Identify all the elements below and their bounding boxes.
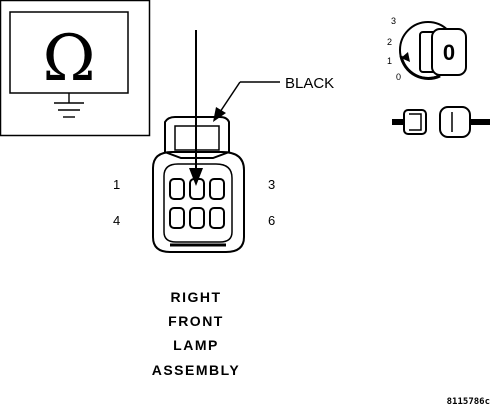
ignition-switch-icon: 3 2 1 0 0 — [387, 16, 467, 82]
pin-label-3: 3 — [268, 177, 275, 192]
cavity-4 — [169, 207, 185, 229]
ignition-pos-0: 0 — [396, 72, 401, 82]
title-line-3: LAMP — [173, 337, 219, 353]
ground-icon — [54, 93, 84, 118]
title-line-4: ASSEMBLY — [152, 362, 241, 378]
cavity-3 — [209, 178, 225, 200]
connector-shell — [152, 151, 245, 253]
disconnected-connector-icon — [392, 106, 490, 138]
cavity-2 — [189, 178, 205, 200]
ignition-pos-3: 3 — [391, 16, 396, 26]
component-title: RIGHT FRONT LAMP ASSEMBLY — [152, 289, 241, 378]
wire-color-label: BLACK — [285, 75, 334, 92]
key-symbol: 0 — [443, 40, 455, 65]
pin-label-1: 1 — [113, 177, 120, 192]
ohm-symbol: Ω — [42, 22, 95, 96]
connector-shell-inner — [163, 163, 233, 243]
ignition-pos-2: 2 — [387, 37, 392, 47]
pin-label-4: 4 — [113, 213, 120, 228]
probe-arrow — [189, 30, 203, 186]
connector-latch-inner — [174, 125, 220, 151]
title-line-2: FRONT — [168, 313, 224, 329]
pin-label-6: 6 — [268, 213, 275, 228]
key-head — [431, 28, 467, 76]
wire-color-callout: BLACK — [213, 75, 334, 122]
cavity-1 — [169, 178, 185, 200]
ignition-pos-1: 1 — [387, 56, 392, 66]
connector — [152, 116, 245, 253]
connector-latch — [164, 116, 230, 159]
figure-code: 8115786c — [447, 397, 490, 407]
ohmmeter-panel: Ω — [0, 0, 151, 137]
cavity-5 — [189, 207, 205, 229]
title-line-1: RIGHT — [170, 289, 221, 305]
cavity-6 — [209, 207, 225, 229]
